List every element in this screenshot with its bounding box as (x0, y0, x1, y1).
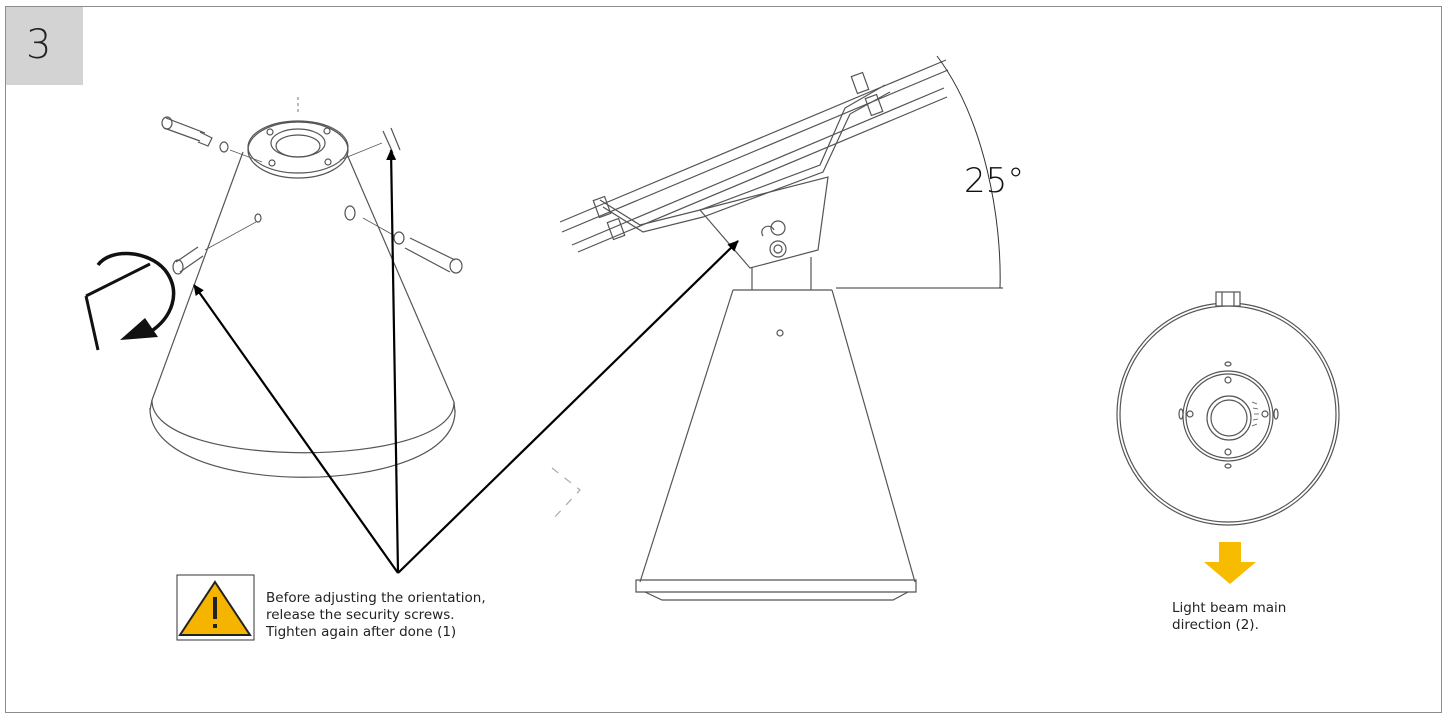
down-arrow-icon (1204, 542, 1256, 584)
warning-note-line: Tighten again after done (1) (266, 624, 457, 640)
allen-key-rotate-icon (84, 251, 176, 351)
pointer-arrow-bracket-screw (397, 240, 739, 574)
beam-note-line: direction (2). (1172, 617, 1259, 633)
beam-direction-note: Light beam main direction (2). (1172, 600, 1286, 634)
warning-note-line: Before adjusting the orientation, (266, 590, 486, 606)
warning-note-line: release the security screws. (266, 607, 455, 623)
pointer-arrows (193, 149, 739, 574)
step-number-box: 3 (6, 7, 83, 85)
lamp-bracket-middle (551, 59, 949, 601)
warning-triangle-icon (176, 574, 255, 641)
pointer-arrow-left-screw (193, 284, 399, 574)
lamp-top-view (1116, 291, 1340, 526)
diagram-frame (5, 6, 1442, 713)
angle-dimension (836, 55, 1003, 289)
step-number: 3 (26, 22, 52, 68)
beam-note-line: Light beam main (1172, 600, 1287, 616)
warning-note: Before adjusting the orientation, releas… (266, 590, 486, 641)
lamp-shade-left (149, 97, 463, 478)
pointer-arrow-top-screw (386, 149, 400, 574)
angle-label: 25° (964, 161, 1025, 201)
